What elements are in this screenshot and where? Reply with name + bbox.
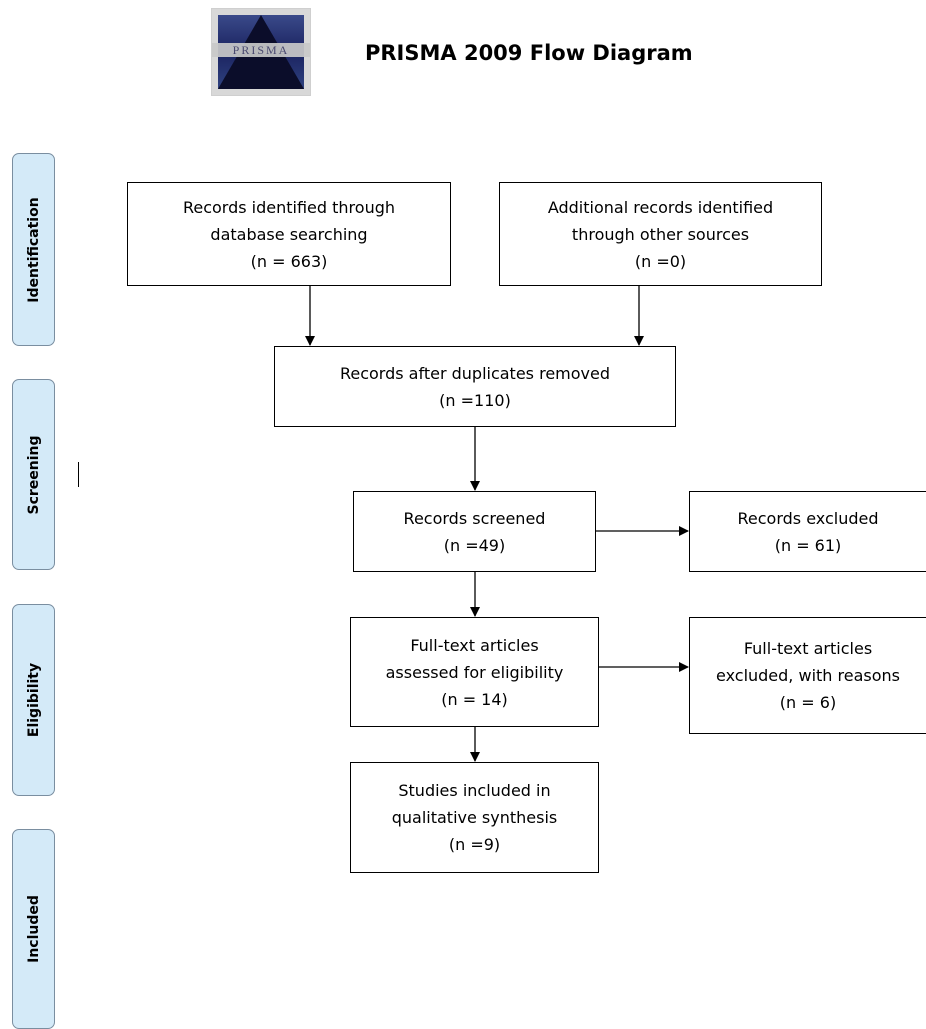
box-studies-included-line2: qualitative synthesis [391, 808, 558, 827]
box-studies-included: Studies included in qualitative synthesi… [350, 762, 599, 873]
box-after-duplicates-line1: Records after duplicates removed [339, 363, 611, 383]
box-fulltext-excluded-line1: Full-text articles [743, 639, 873, 658]
box-records-excluded-line1: Records excluded [737, 508, 879, 528]
box-additional-records: Additional records identified through ot… [499, 182, 822, 286]
box-fulltext-assessed-line1: Full-text articles [410, 635, 539, 655]
box-fulltext-excluded: Full-text articles excluded, with reason… [689, 617, 926, 734]
box-records-screened: Records screened (n =49) [353, 491, 596, 572]
box-fulltext-assessed-line2: assessed for eligibility [385, 662, 564, 682]
box-studies-included-line1: Studies included in [398, 781, 551, 800]
box-records-identified-line1: Records identified through [182, 197, 396, 217]
box-records-identified-line2: database searching [210, 224, 368, 244]
box-additional-records-line1: Additional records identified [547, 197, 774, 217]
box-after-duplicates-count: (n =110) [439, 390, 511, 410]
phase-eligibility: Eligibility [12, 604, 55, 796]
box-records-screened-line1: Records screened [403, 508, 546, 528]
box-fulltext-excluded-line2: excluded, with reasons [716, 666, 900, 685]
box-records-identified: Records identified through database sear… [127, 182, 451, 286]
box-records-screened-count: (n =49) [443, 535, 506, 555]
box-records-excluded-count: (n = 61) [774, 535, 842, 555]
text-cursor [78, 462, 79, 487]
logo-text: PRISMA [233, 43, 290, 57]
box-studies-included-count: (n =9) [448, 835, 501, 854]
box-additional-records-line2: through other sources [571, 224, 750, 244]
box-records-excluded: Records excluded (n = 61) [689, 491, 926, 572]
phase-identification: Identification [12, 153, 55, 346]
box-additional-records-count: (n =0) [634, 251, 687, 271]
box-fulltext-excluded-count: (n = 6) [779, 693, 837, 712]
prisma-logo: PRISMA [211, 8, 311, 96]
phase-included: Included [12, 829, 55, 1029]
box-fulltext-assessed-count: (n = 14) [441, 689, 508, 709]
box-fulltext-assessed: Full-text articles assessed for eligibil… [350, 617, 599, 727]
phase-screening: Screening [12, 379, 55, 570]
box-records-identified-count: (n = 663) [250, 251, 328, 271]
box-after-duplicates: Records after duplicates removed (n =110… [274, 346, 676, 427]
page-title: PRISMA 2009 Flow Diagram [365, 41, 693, 65]
